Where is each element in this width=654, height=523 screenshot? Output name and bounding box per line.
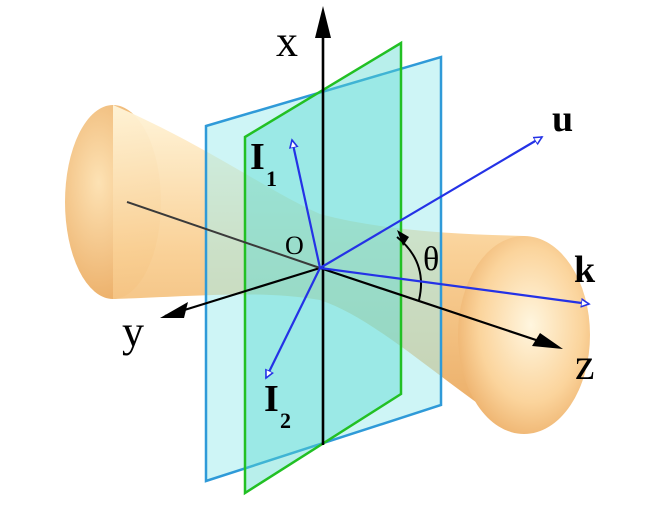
theta-arc-arrowhead [397,230,409,246]
i2-vector [265,267,321,378]
u-vector [319,136,542,269]
z-axis-label: z [575,340,595,389]
y-axis-arrowhead [160,302,188,318]
i2-subscript: 2 [280,408,291,433]
z-axis-arrowhead [532,333,563,349]
z-axis-back-line [126,201,321,269]
i1-subscript: 1 [266,166,277,191]
x-axis-label: x [276,17,298,66]
i2-label: I [264,378,279,420]
k-vector [319,266,589,304]
origin-label: O [285,231,304,260]
i1-label: I [250,136,265,178]
y-axis-line [164,266,321,318]
u-vector-label: u [552,98,573,140]
theta-label: θ [423,241,439,278]
y-axis-label: y [122,307,144,356]
i1-vector [292,140,322,269]
z-axis-line [319,266,549,346]
x-axis-arrowhead [315,6,331,38]
k-vector-label: k [574,249,596,291]
